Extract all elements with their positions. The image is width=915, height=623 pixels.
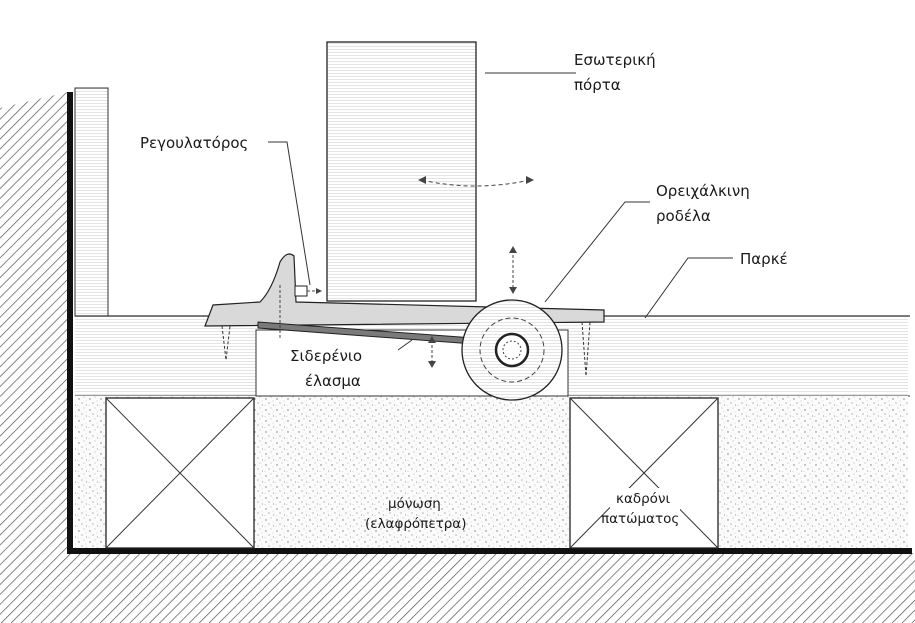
brass-washer-wheel — [461, 299, 563, 401]
door-leaf — [326, 41, 477, 302]
plate-move-arrow — [428, 336, 436, 368]
joist-label-line1: καδρόνι — [616, 491, 670, 507]
joist-left — [105, 397, 255, 549]
regulator-label: Ρεγουλατόρος — [140, 134, 248, 152]
joist-label-line2: πατώματος — [601, 511, 679, 527]
brass-washer-label-line1: Ορειχάλκινη — [656, 182, 750, 200]
joist-right — [569, 397, 719, 549]
door-label-line1: Εσωτερική — [574, 51, 656, 69]
ground-hatch — [0, 553, 915, 623]
leader-lines — [268, 72, 733, 351]
regulator-screw — [279, 285, 322, 340]
wall-plaster — [74, 87, 109, 317]
insulation-label-line1: μόνωση — [388, 496, 441, 512]
door-label-line2: πόρτα — [574, 76, 621, 94]
anchor-right — [581, 321, 591, 377]
insulation-label-line2: (ελαφρόπετρα) — [365, 516, 466, 532]
wheel-move-arrow — [509, 246, 517, 294]
wall-hatch — [0, 92, 68, 553]
brass-washer-label-line2: ροδέλα — [656, 207, 711, 225]
parquet-label: Παρκέ — [740, 250, 788, 268]
steel-plate-label-line1: Σιδερένιο — [290, 347, 362, 365]
anchor-left — [221, 325, 231, 361]
steel-plate-label-line2: έλασμα — [305, 372, 361, 390]
